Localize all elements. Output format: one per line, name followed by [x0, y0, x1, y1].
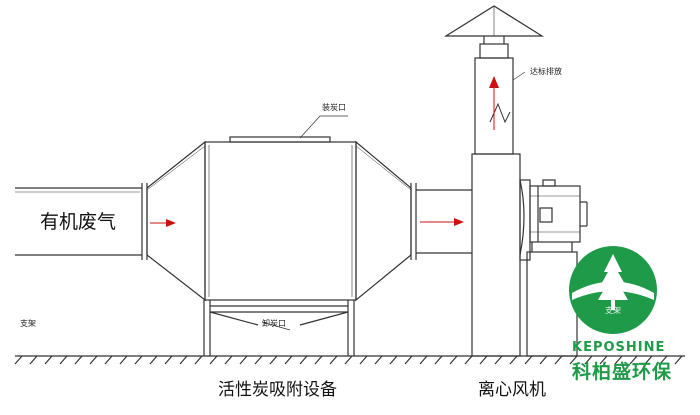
inlet-gas-label: 有机废气: [40, 211, 117, 233]
brand-name-latin: KEPOSHINE: [572, 340, 666, 355]
fan-label: 离心风机: [478, 380, 546, 400]
stack-flow-arrow: [489, 76, 499, 130]
discharge-label: 达标排放: [530, 67, 562, 76]
flow-arrows: [150, 76, 499, 227]
brand-name-chinese: 科柏盛环保: [572, 361, 673, 383]
inlet-duct: [15, 183, 148, 260]
support-label-right: 支架: [605, 306, 621, 315]
outlet-flow-arrow: [420, 218, 464, 226]
connecting-duct: [410, 183, 472, 260]
unloading-port-label: 卸炭口: [262, 319, 286, 328]
support-label-left: 支架: [20, 319, 36, 328]
loading-port-label: 装炭口: [322, 103, 346, 112]
inlet-flow-arrow: [150, 219, 176, 227]
centrifugal-fan: [471, 153, 588, 357]
carbon-unit-label: 活性炭吸附设备: [218, 380, 337, 400]
carbon-adsorber: [146, 115, 412, 356]
brand-logo-mark: [569, 246, 657, 334]
